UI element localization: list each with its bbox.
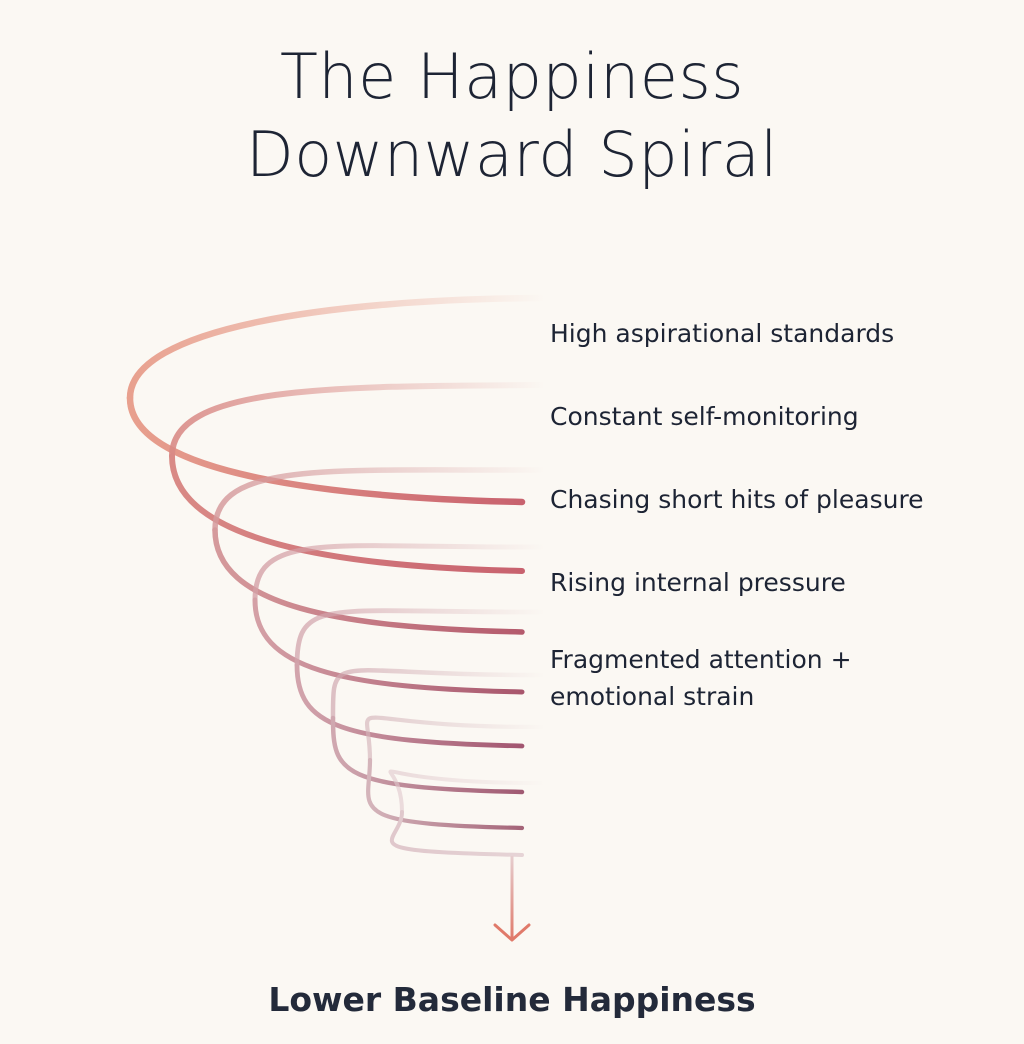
- title-line-2: Downward Spiral: [246, 118, 778, 191]
- spiral-loop-2-front: [169, 453, 525, 574]
- spiral-loop-8-front: [389, 810, 524, 857]
- arrow-head: [493, 923, 531, 942]
- label-constant-self-monitoring: Constant self-monitoring: [550, 402, 859, 431]
- spiral-loop-3-front: [212, 527, 525, 635]
- spiral-loop-4-back: [252, 543, 548, 603]
- spiral-loop-6-front: [330, 715, 525, 795]
- outcome-label: Lower Baseline Happiness: [268, 980, 756, 1019]
- spiral-loop-7-back: [364, 715, 548, 763]
- spiral-loop-5-front: [294, 662, 525, 749]
- spiral-loop-1-front: [126, 394, 526, 506]
- spiral-loop-4-front: [252, 597, 525, 695]
- title-line-1: The Happiness: [279, 40, 745, 113]
- spiral-loop-1-back: [126, 294, 549, 402]
- label-fragmented-attention: Fragmented attention +: [550, 645, 852, 674]
- spiral-loop-8-back: [388, 769, 547, 814]
- spiral-loop-6-back: [330, 668, 548, 721]
- spiral-loop-7-front: [366, 757, 525, 831]
- label-high-aspirational-standards: High aspirational standards: [550, 319, 895, 348]
- spiral-loop-5-back: [294, 608, 548, 668]
- down-arrow-icon: [493, 856, 531, 942]
- spiral-loop-3-back: [212, 467, 548, 533]
- label-chasing-short-hits: Chasing short hits of pleasure: [550, 485, 924, 514]
- label-emotional-strain: emotional strain: [550, 682, 755, 711]
- spiral-loop-2-back: [169, 382, 548, 459]
- label-rising-internal-pressure: Rising internal pressure: [550, 568, 846, 597]
